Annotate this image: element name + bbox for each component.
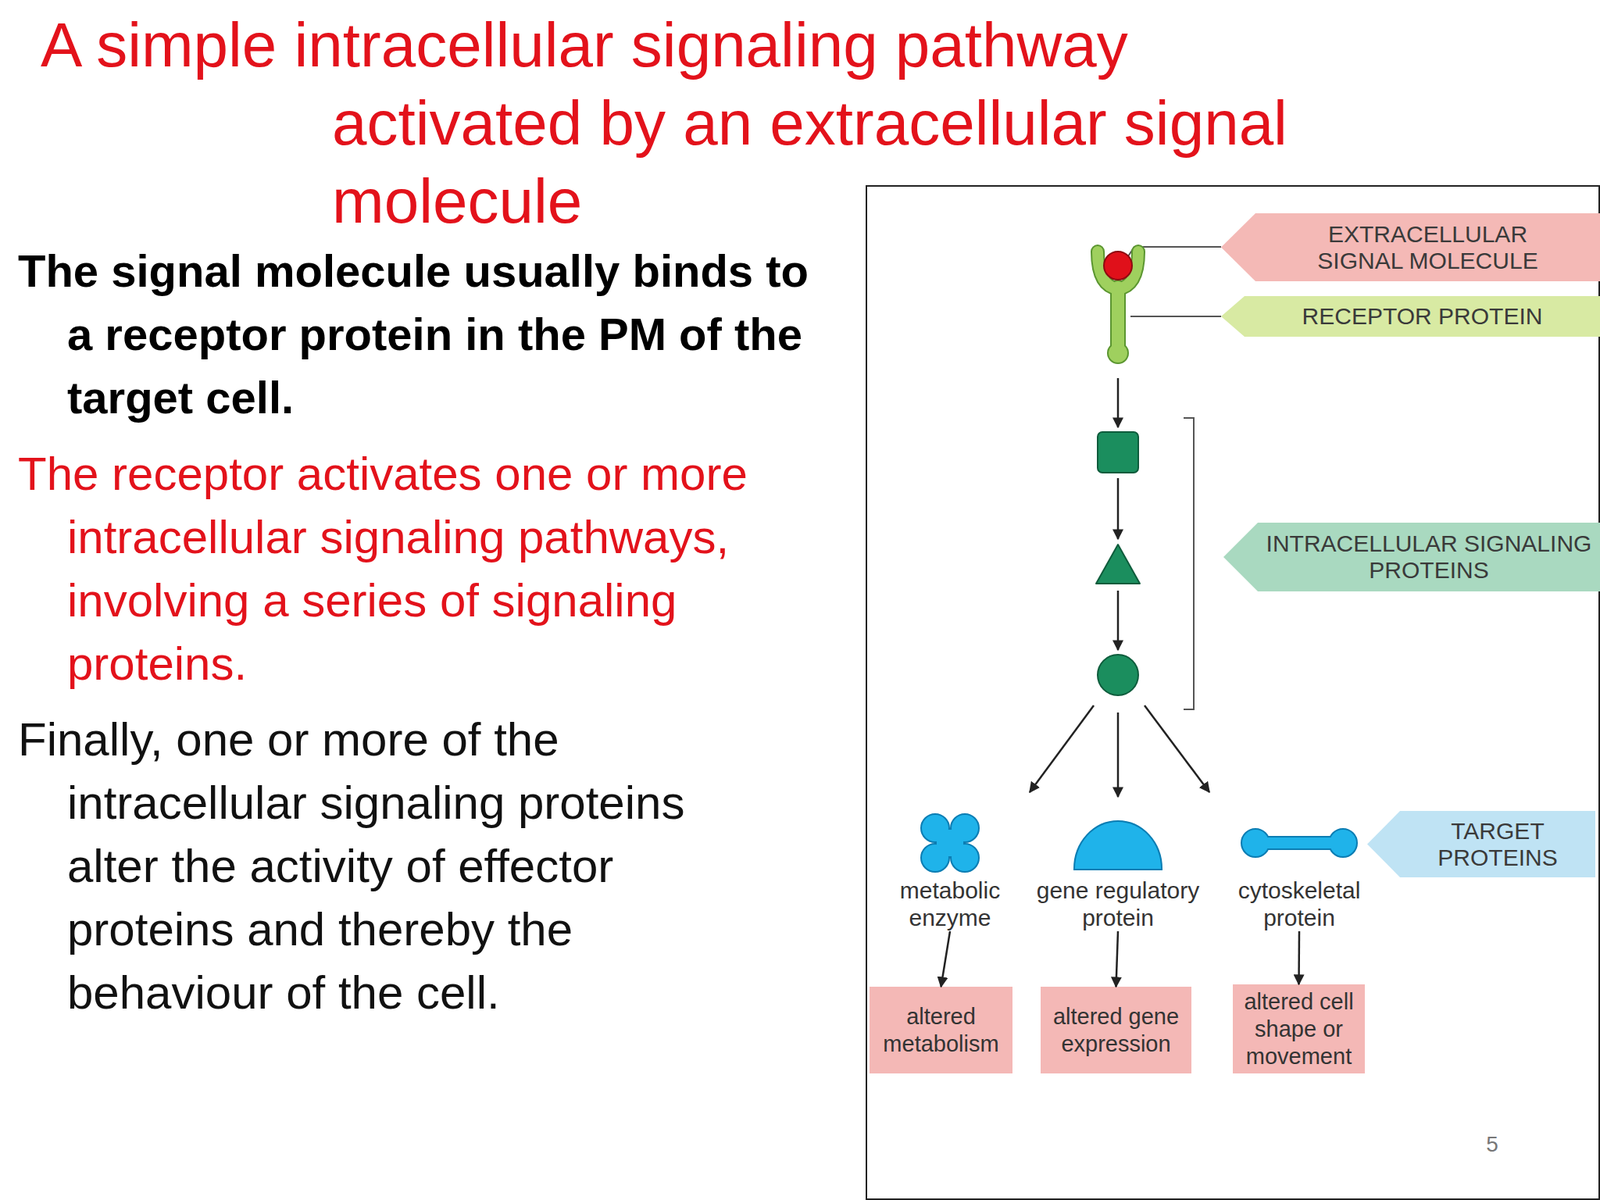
outcome-text: altered metabolism (869, 1003, 1013, 1058)
regulatory-protein-shape (1075, 821, 1161, 869)
tag-label: RECEPTOR PROTEIN (1302, 303, 1543, 330)
target-protein-outline (1242, 829, 1357, 857)
receptor-protein (1097, 251, 1139, 290)
connector-arrow (1297, 931, 1300, 985)
tag-text-holder: INTRACELLULAR SIGNALING PROTEINS (1257, 522, 1600, 592)
callout-tag: TARGET PROTEINS (1367, 810, 1596, 878)
enzyme-core (936, 829, 964, 857)
receptor-outline (1107, 342, 1129, 365)
dumbbell-bar (1255, 837, 1343, 849)
tag-arrow-shape (1221, 296, 1600, 337)
target-protein-outline (921, 814, 979, 872)
outcome-text: altered gene expression (1040, 1003, 1192, 1058)
connector-arrow (1116, 931, 1119, 987)
target-protein-outline (1075, 821, 1161, 869)
protein-caption: gene regulatory protein (1028, 876, 1208, 932)
outcome-text: altered cell shape or movement (1232, 988, 1365, 1071)
outcome-box: altered cell shape or movement (1232, 984, 1365, 1074)
protein-caption: metabolic enzyme (883, 876, 1017, 932)
target-protein-icon (1028, 809, 1208, 877)
target-protein-icon (883, 809, 1017, 877)
tag-text-holder: RECEPTOR PROTEIN (1244, 296, 1600, 337)
callout-tag: RECEPTOR PROTEIN (1221, 296, 1600, 337)
page-number: 5 (1468, 1131, 1516, 1158)
bracket (1183, 417, 1194, 710)
slide-title: A simple intracellular signaling pathway… (332, 6, 1348, 241)
leader-line (1128, 246, 1222, 257)
bullet-text: The receptor activates one or more intra… (67, 442, 794, 696)
pathway-arrow (1117, 378, 1120, 428)
pathway-arrow (1117, 478, 1120, 540)
callout-tag: EXTRACELLULAR SIGNAL MOLECULE (1221, 213, 1600, 282)
tag-arrow-shape (1367, 810, 1596, 878)
receptor-protein (1108, 343, 1128, 363)
outcome-box: altered metabolism (869, 986, 1013, 1074)
pathway-arrow (1144, 705, 1210, 793)
figure-frame (866, 185, 1600, 1200)
protein-caption: cytoskeletal protein (1225, 876, 1374, 932)
tag-label: TARGET PROTEINS (1419, 817, 1576, 872)
signaling-protein (1097, 432, 1139, 473)
signaling-protein (1096, 544, 1140, 584)
tag-text-holder: TARGET PROTEINS (1400, 810, 1596, 878)
leader-line (1130, 315, 1222, 318)
target-protein-icon (1225, 809, 1374, 877)
callout-tag: INTRACELLULAR SIGNALING PROTEINS (1223, 522, 1600, 592)
target-protein-node: gene regulatory protein (1028, 809, 1208, 932)
target-protein (1242, 829, 1357, 857)
pathway-arrow (1029, 705, 1094, 793)
tag-arrow-shape (1221, 213, 1600, 282)
outcome-box: altered gene expression (1040, 986, 1192, 1074)
pathway-arrow (1117, 712, 1120, 797)
receptor-outline (1097, 251, 1139, 290)
bullet-text: Finally, one or more of the intracellula… (67, 707, 786, 1025)
target-protein-node: cytoskeletal protein (1225, 809, 1374, 932)
signaling-protein (1097, 654, 1139, 696)
connector-arrow (941, 931, 951, 987)
tag-arrow-shape (1223, 522, 1600, 592)
signal-molecule (1103, 251, 1133, 280)
tag-text-holder: EXTRACELLULAR SIGNAL MOLECULE (1255, 213, 1600, 282)
dumbbell-bar (1255, 837, 1343, 849)
enzyme-core (936, 829, 964, 857)
receptor-outline (1110, 287, 1126, 354)
regulatory-protein-shape (1075, 821, 1161, 869)
pathway-arrow (1117, 590, 1120, 650)
tag-label: EXTRACELLULAR SIGNAL MOLECULE (1295, 221, 1561, 275)
receptor-protein (1111, 287, 1125, 354)
target-protein (1075, 821, 1161, 869)
bullet-text: The signal molecule usually binds to a r… (67, 239, 818, 429)
tag-label: INTRACELLULAR SIGNALING PROTEINS (1264, 530, 1593, 584)
target-protein-node: metabolic enzyme (883, 809, 1017, 932)
target-protein (921, 814, 979, 872)
